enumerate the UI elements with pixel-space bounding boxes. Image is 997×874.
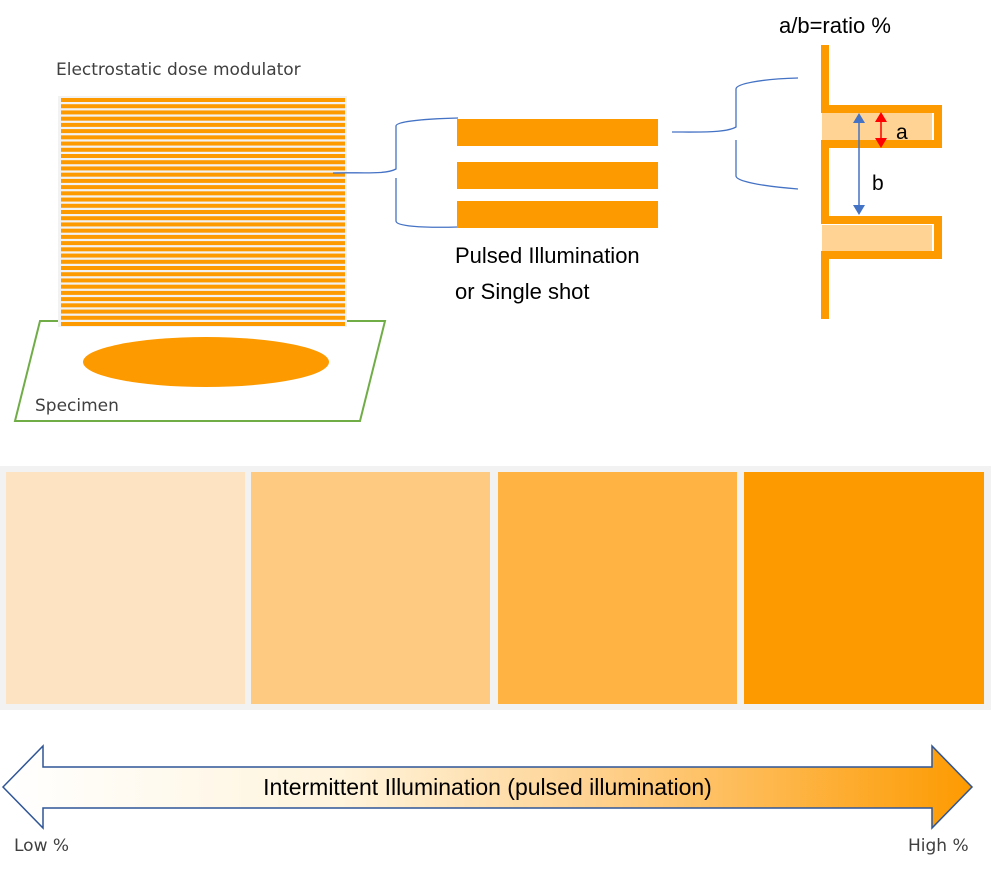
modulator-stripe (61, 216, 345, 221)
modulator-stripe (61, 154, 345, 158)
a-label: a (896, 121, 908, 144)
a-arrow-head-down (875, 138, 887, 148)
modulator-stripe (61, 141, 345, 146)
intermittent-scale-arrow (1, 744, 974, 830)
low-percent-label: Low % (14, 836, 70, 856)
modulator-stripe (61, 178, 345, 183)
modulator-stripe (61, 166, 345, 171)
pulse-fill (822, 113, 932, 140)
b-label: b (872, 172, 884, 195)
modulator-stripe (61, 98, 345, 102)
modulator-stripe (61, 259, 345, 264)
modulator-stripe (61, 203, 345, 208)
modulator-stripe (61, 135, 345, 140)
modulator-stripe (61, 309, 345, 314)
pulse-bar (457, 119, 658, 146)
modulator-stripe (61, 234, 345, 239)
swatch-lowest (6, 472, 245, 704)
modulator-stripe (61, 210, 345, 214)
modulator-stripe (61, 116, 345, 121)
modulator-stripe (61, 110, 345, 115)
ratio-label: a/b=ratio % (779, 13, 891, 38)
modulator-stripe (61, 185, 345, 190)
modulator-stripe (61, 284, 345, 289)
modulator-label: Electrostatic dose modulator (56, 60, 301, 80)
modulator-stripe (61, 322, 345, 326)
bracket-right (671, 77, 799, 190)
specimen-sample (83, 337, 329, 387)
bracket-left (332, 117, 459, 228)
swatch-low (251, 472, 490, 704)
modulator-stripe (61, 290, 345, 295)
modulator-stripe (61, 172, 345, 177)
swatch-highest (744, 472, 984, 704)
modulator-stripe (61, 228, 345, 233)
modulator-stripe (61, 303, 345, 308)
specimen-label: Specimen (35, 396, 119, 416)
pulse-waveform (821, 45, 942, 319)
modulator-stripe (61, 129, 345, 134)
modulator-stripe (61, 222, 345, 227)
modulator-stripe (61, 147, 345, 152)
modulator-stripe (61, 272, 345, 277)
modulator-stripe (61, 104, 345, 109)
modulator-stripe (61, 315, 345, 320)
pulse-label-line1: Pulsed Illumination (455, 243, 640, 268)
pulse-bar (457, 162, 658, 189)
high-percent-label: High % (908, 836, 969, 856)
scale-arrow-label: Intermittent Illumination (pulsed illumi… (263, 774, 712, 800)
pulse-fill (822, 225, 932, 252)
modulator-stripe (61, 241, 345, 246)
modulator-stripe (61, 278, 345, 283)
swatch-high (498, 472, 737, 704)
pulse-bar (457, 201, 658, 228)
intensity-swatch-panel (0, 466, 991, 710)
modulator-stripe (61, 197, 345, 202)
modulator-stripe (61, 266, 345, 270)
modulator-stripe (61, 297, 345, 302)
modulator-stripe (61, 160, 345, 165)
modulator-stripe (61, 122, 345, 127)
pulse-label-line2: or Single shot (455, 279, 590, 304)
modulator-stripe (61, 247, 345, 252)
b-arrow-head-down (853, 205, 865, 215)
b-arrow-head-up (853, 113, 865, 123)
modulator-stripes (61, 98, 345, 326)
modulator-stripe (61, 191, 345, 196)
a-arrow-head-up (875, 112, 887, 122)
modulator-stripe (61, 253, 345, 258)
